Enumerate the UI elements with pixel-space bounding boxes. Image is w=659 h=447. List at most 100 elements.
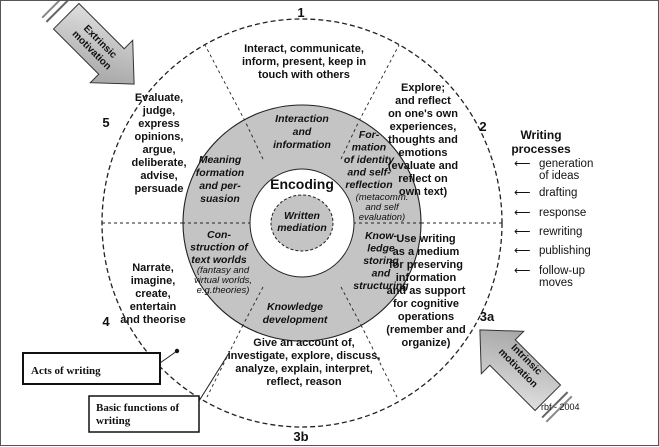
text-line: writing	[96, 415, 131, 427]
text-line: Know-	[365, 230, 398, 242]
process-item-line: moves	[539, 277, 573, 289]
text-line: Narrate,	[132, 262, 174, 274]
text-line: information	[396, 272, 457, 284]
text-line: persuade	[135, 183, 184, 195]
process-arrow-icon: ⟵	[514, 207, 531, 219]
text-line: for preserving	[389, 259, 463, 271]
text-line: Knowledge	[267, 301, 323, 313]
text-line: emotions	[399, 147, 448, 159]
text-line: suasion	[200, 193, 240, 205]
encoding-label: Encoding	[270, 176, 334, 192]
written-mediation-circle	[270, 194, 334, 252]
text-line: development	[263, 314, 328, 326]
text-line: and self-	[347, 167, 391, 179]
text-line: opinions,	[135, 131, 184, 143]
text-line: Written	[284, 210, 320, 222]
text-line: and reflect	[395, 95, 451, 107]
text-line: Evaluate,	[135, 92, 183, 104]
text-line: own text)	[399, 186, 448, 198]
text-line: imagine,	[131, 275, 176, 287]
process-item-line: rewriting	[539, 226, 582, 238]
text-line: and as support	[387, 285, 466, 297]
text-line: as a medium	[393, 246, 460, 258]
text-line: evaluation)	[359, 212, 405, 223]
text-line: Writing	[520, 128, 561, 142]
text-line: for cognitive	[393, 298, 459, 310]
text-line: structuring	[353, 280, 409, 292]
text-line: mediation	[277, 222, 327, 234]
credit-label: rbf - 2004	[541, 402, 580, 412]
text-line: argue,	[142, 144, 175, 156]
text-line: (remember and	[386, 324, 465, 336]
outer-sector-1-text: Interact, communicate,inform, present, k…	[242, 43, 366, 81]
text-line: ledge	[367, 243, 395, 255]
text-line: and per-	[199, 180, 241, 192]
text-line: advise,	[140, 170, 177, 182]
text-line: e.g.theories)	[197, 285, 250, 296]
text-line: organize)	[402, 337, 451, 349]
text-line: inform, present, keep in	[242, 56, 366, 68]
text-line: text worlds	[191, 254, 247, 266]
text-line: Give an account of,	[253, 337, 354, 349]
acts-of-writing-pointer	[159, 350, 178, 364]
text-line: Interaction	[275, 113, 329, 125]
process-item-line: publishing	[539, 245, 591, 257]
text-line: reflect on	[398, 173, 448, 185]
text-line: For-	[359, 129, 380, 141]
process-arrow-icon: ⟵	[514, 187, 531, 199]
text-line: reflection	[345, 179, 392, 191]
text-line: and theorise	[120, 314, 185, 326]
text-line: Meaning	[199, 154, 242, 166]
process-item-line: response	[539, 207, 586, 219]
text-line: and	[372, 268, 391, 280]
text-line: thoughts and	[388, 134, 458, 146]
text-line: create,	[135, 288, 170, 300]
sector-number-3a: 3a	[480, 309, 495, 324]
text-line: analyze, explain, interpret,	[235, 363, 373, 375]
sector-number-4: 4	[102, 314, 110, 329]
sector-number-2: 2	[479, 119, 486, 134]
process-item: publishing	[539, 245, 591, 257]
text-line: Explore;	[401, 82, 445, 94]
text-line: Use writing	[396, 233, 455, 245]
process-item: drafting	[539, 187, 577, 199]
intrinsic-motivation-arrow: Intrinsicmotivation	[479, 329, 573, 423]
extrinsic-motivation-arrow: Extrinsicmotivation	[41, 1, 135, 85]
text-line: experiences,	[390, 121, 457, 133]
outer-sector-dividers	[102, 44, 502, 398]
text-line: processes	[511, 142, 571, 156]
outer-sector-3b-text: Give an account of,investigate, explore,…	[228, 337, 381, 388]
process-item-line: of ideas	[539, 170, 580, 182]
inner-sector-dividers	[183, 120, 421, 326]
text-line: storing	[363, 255, 399, 267]
text-line: and	[293, 126, 312, 138]
text-line: touch with others	[258, 69, 350, 81]
text-line: mation	[352, 142, 386, 154]
text-line: reflect, reason	[266, 376, 341, 388]
text-line: entertain	[130, 301, 177, 313]
acts-of-writing-label: Acts of writing	[31, 365, 101, 377]
text-line: (fantasy and	[197, 265, 250, 276]
text-line: of identity	[344, 154, 395, 166]
text-line: (evaluate and	[388, 160, 458, 172]
process-item: response	[539, 207, 586, 219]
process-item-line: follow-up	[539, 265, 585, 277]
